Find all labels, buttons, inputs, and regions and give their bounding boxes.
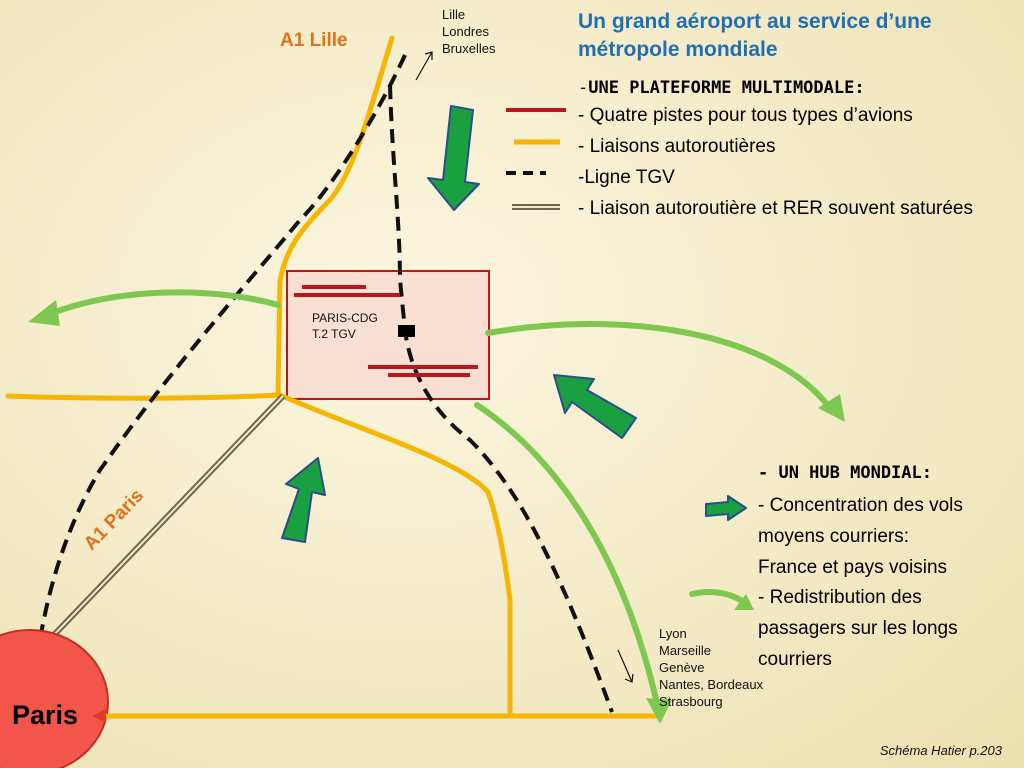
paris-highway-arrowhead [92,709,106,723]
legend-item-rer: - Liaison autoroutière et RER souvent sa… [578,198,973,219]
hub-heading-text: - UN HUB MONDIAL: [758,463,932,483]
destination-marseille: Marseille [659,643,712,658]
destination-lille: Lille [442,7,466,22]
legend-item-highways: - Liaisons autoroutières [578,136,776,157]
light-green-arrowheads [28,300,845,724]
legend-light-arrow-line [689,589,747,605]
legend-item-tgv: -Ligne TGV [578,167,675,188]
arrow-down-into-cdg [427,105,480,211]
arrow-south-head [646,698,672,724]
legend-light-arrow-head [734,594,754,610]
plateforme-heading-prefix: - [578,78,589,98]
highway-east-loop [277,392,513,719]
tgv-west-line [38,54,407,641]
airport-label: PARIS-CDG T.2 TGV [312,310,378,342]
destination-bruxelles: Bruxelles [442,41,496,56]
destination-nantes-bordeaux: Nantes, Bordeaux [659,677,764,692]
arrow-east [485,321,833,411]
south-direction-arrowhead [624,673,634,683]
airport-label-line-1: PARIS-CDG [312,311,378,325]
source-caption: Schéma Hatier p.203 [879,743,1002,758]
arrow-from-southeast [553,374,637,439]
north-direction-arrow [415,51,433,81]
destination-strasbourg: Strasbourg [659,694,723,709]
arrow-from-southwest [281,457,326,543]
paris-circle [0,629,109,768]
page-title: Un grand aéroport au service d’une métro… [578,10,932,61]
hub-item-2-line-3: courriers [758,649,832,670]
tgv-network [38,54,614,713]
north-direction-arrowhead [424,51,433,60]
legend-dark-arrow [705,495,747,521]
legend-item-runways: - Quatre pistes pour tous types d’avions [578,105,913,126]
hub-item-2-line-1: - Redistribution des [758,587,922,608]
hub-item-2-line-2: passagers sur les longs [758,618,958,639]
destination-lyon: Lyon [659,626,687,641]
tgv-station-marker [398,325,415,337]
plateforme-heading-text: UNE PLATEFORME MULTIMODALE: [588,78,865,98]
hub-heading: - UN HUB MONDIAL: [758,463,932,483]
plateforme-heading: -UNE PLATEFORME MULTIMODALE: [578,78,865,98]
a1-paris-link-inner [51,395,284,638]
arrow-south [474,402,661,711]
arrow-east-head [818,394,845,422]
destination-londres: Londres [442,24,489,39]
hub-item-2: - Redistribution des passagers sur les l… [758,582,958,675]
direction-arrows [415,51,634,683]
road-label-a1-lille: A1 Lille [280,30,348,51]
airport-box [286,270,490,400]
south-destinations: Lyon Marseille Genève Nantes, Bordeaux S… [659,625,763,710]
runways [294,285,478,377]
north-destinations: Lille Londres Bruxelles [442,6,495,57]
destination-geneve: Genève [659,660,705,675]
arrow-west [42,289,281,319]
arrow-west-head [28,300,60,326]
dark-green-arrows [281,105,747,543]
highway-a1-north [275,35,395,398]
hub-item-1-line-1: - Concentration des vols [758,495,963,516]
airport-label-line-2: T.2 TGV [312,327,356,341]
highway-west [5,392,283,401]
south-direction-arrow [617,649,633,683]
hub-item-1-line-2: moyens courriers: [758,526,909,547]
city-label-paris: Paris [12,700,79,730]
highway-network [5,35,661,719]
light-green-arrows [42,289,833,711]
hub-item-1: - Concentration des vols moyens courrier… [758,490,963,583]
hub-item-1-line-3: France et pays voisins [758,557,948,578]
